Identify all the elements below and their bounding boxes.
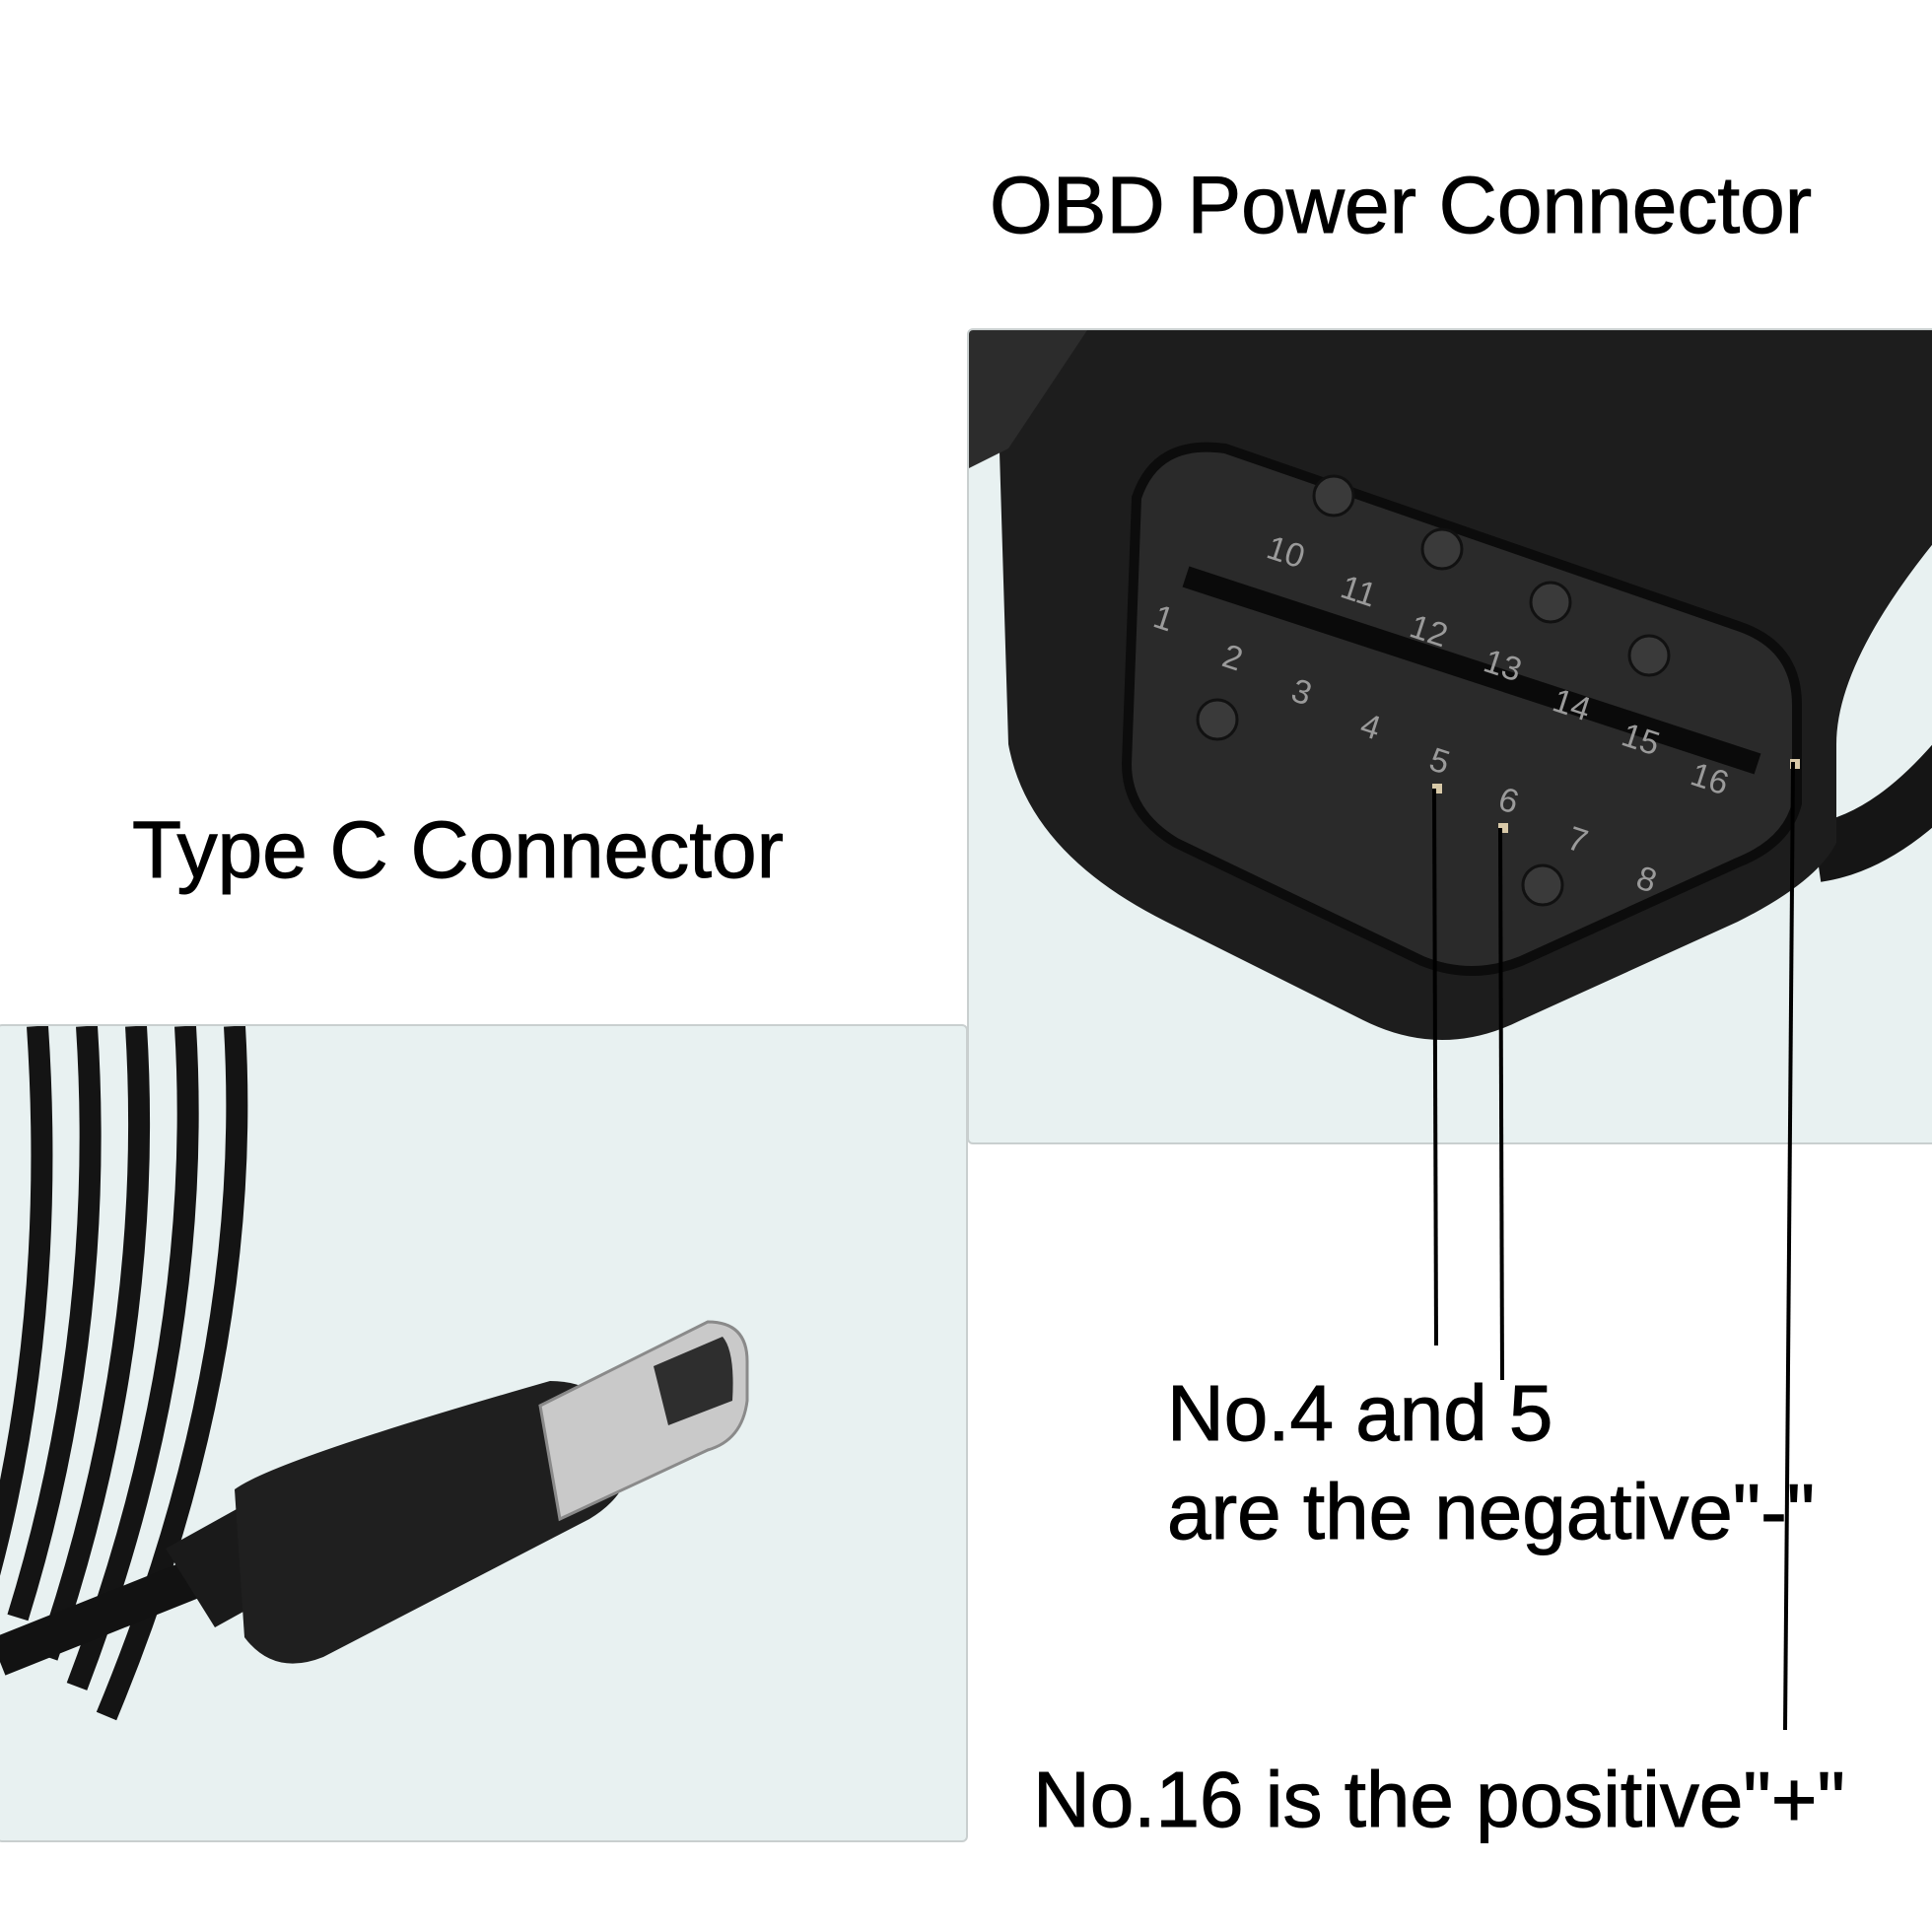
negative-pins-annotation-line2: are the negative"-" [1166,1468,1816,1556]
typec-coiled-cable [0,1026,248,1721]
obd-cable [1811,744,1932,882]
obd-socket-face [1121,442,1802,976]
obd-top-pin-holes [1312,474,1671,677]
positive-pin-annotation: No.16 is the positive"+" [1033,1756,1846,1844]
typec-connector-photo [0,1024,968,1842]
obd-connector-photo: 10 11 12 13 14 15 16 1 2 3 4 5 6 7 8 [967,328,1932,1144]
typec-plug-body [235,1381,631,1664]
negative-pins-annotation-line1: No.4 and 5 [1166,1369,1553,1458]
obd-bottom-pin-holes [1196,698,1564,907]
typec-tip-opening [654,1337,733,1425]
obd-connector-title: OBD Power Connector [989,161,1813,251]
obd-divider [1182,566,1761,775]
obd-connector-illustration: 10 11 12 13 14 15 16 1 2 3 4 5 6 7 8 [969,330,1932,1040]
typec-connector-illustration [0,1026,749,1721]
typec-cable [0,1559,203,1676]
obd-housing-edge [969,330,1087,468]
typec-connector-title: Type C Connector [132,805,785,896]
